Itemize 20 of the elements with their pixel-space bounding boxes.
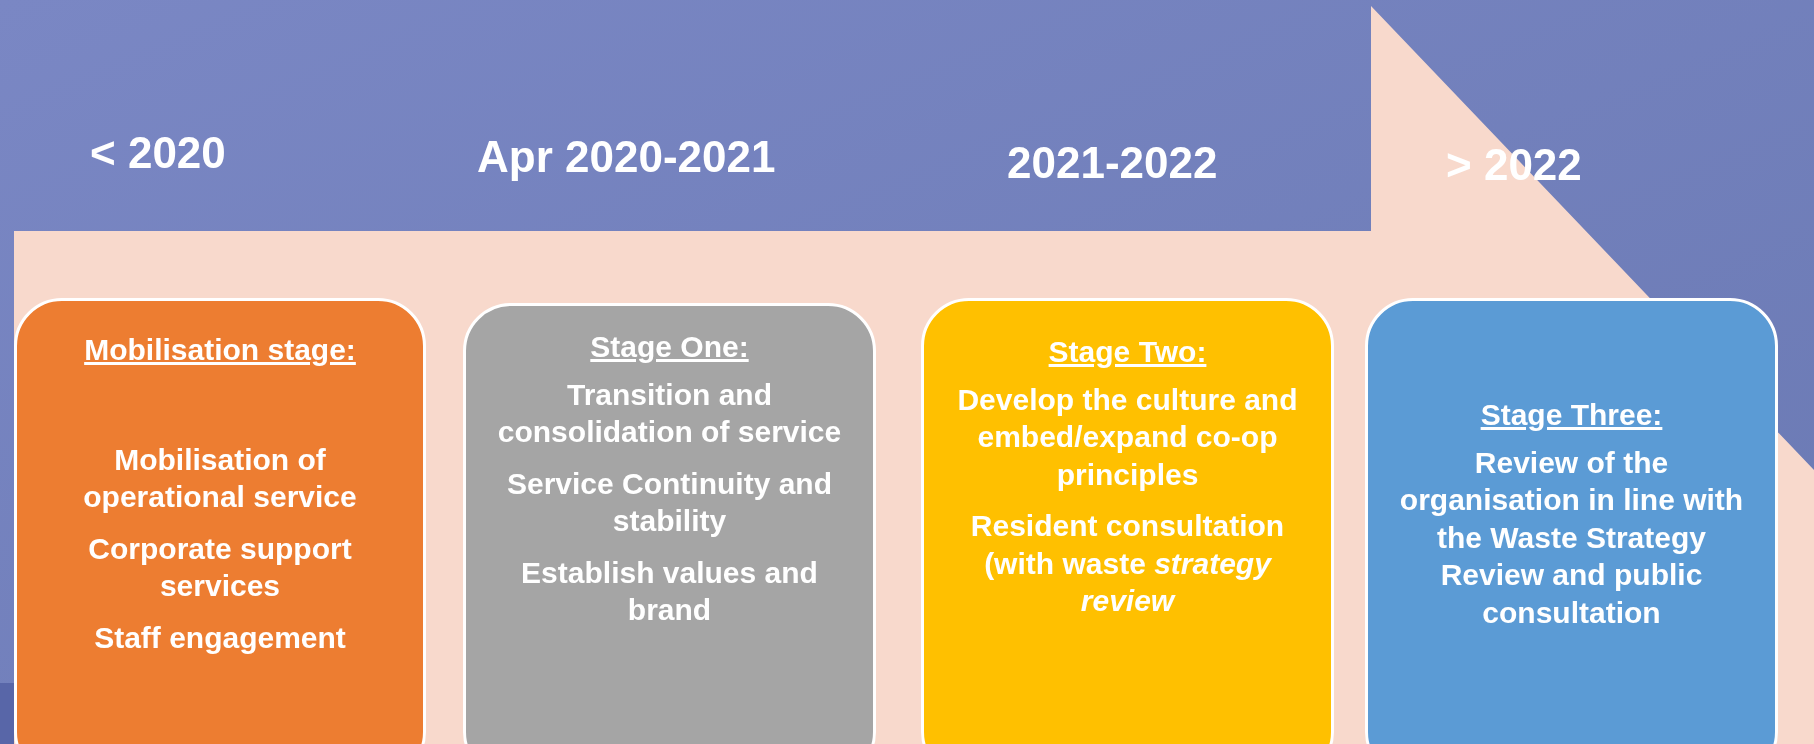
stage-heading: Mobilisation stage:: [84, 332, 356, 368]
stage-item: Corporate support services: [87, 530, 353, 604]
stage-item: Establish values and brand: [520, 554, 819, 628]
stage-heading: Stage Three:: [1480, 397, 1663, 433]
period-label: 2021-2022: [1007, 138, 1218, 188]
stage-card: [463, 303, 876, 744]
stage-card: [14, 298, 426, 744]
stage-item: Staff engagement: [93, 619, 347, 656]
stage-item: Resident consultation (with waste strategy review: [969, 508, 1286, 619]
stage-item: Transition and consolidation of service: [496, 376, 843, 450]
period-label: < 2020: [90, 128, 226, 178]
stage-heading: Stage Two:: [1048, 334, 1207, 370]
stage-item: Review of the organisation in line with the Waste Strategy Review and public consultation: [1398, 444, 1745, 631]
stage-heading: Stage One:: [590, 329, 749, 365]
stage-item: Service Continuity and stability: [505, 465, 834, 539]
stage-card: [1365, 298, 1778, 744]
period-label: Apr 2020-2021: [477, 132, 776, 182]
stage-item: Mobilisation of operational service: [82, 441, 358, 515]
stage-card: [921, 298, 1334, 744]
stage-item: Develop the culture and embed/expand co-op principles: [956, 381, 1299, 493]
